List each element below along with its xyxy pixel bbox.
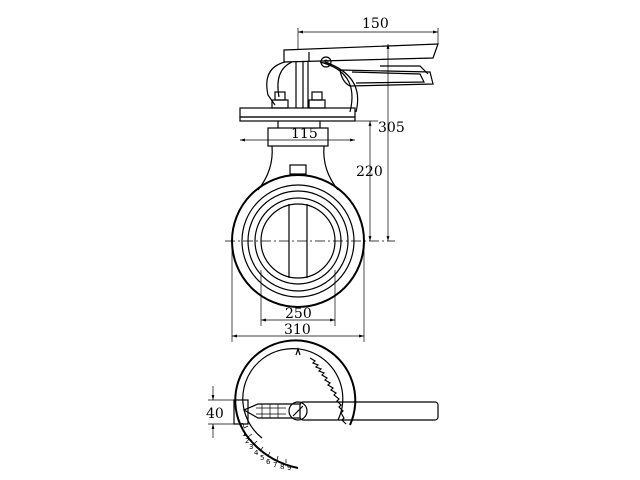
top-boss — [233, 399, 249, 425]
scale-mark-1: 1 — [242, 430, 246, 438]
scale-mark-5: 5 — [260, 454, 264, 462]
scale-mark-2: 2 — [245, 437, 249, 445]
mounting-bolts — [271, 91, 326, 109]
scale-mark-9: 9 — [287, 464, 291, 472]
ratchet-teeth — [309, 357, 347, 425]
dim-220-label: 220 — [356, 164, 383, 180]
scale-mark-0: 0 — [240, 422, 244, 430]
scale-mark-6: 6 — [266, 458, 271, 466]
top-pivot — [288, 401, 308, 421]
top-view: 0 1 2 3 4 5 6 7 8 9 40 — [206, 339, 439, 472]
lever-pivot — [320, 56, 332, 68]
valve-stem — [295, 62, 309, 108]
scale-mark-4: 4 — [254, 449, 259, 457]
dim-disc-diameter: 250 — [260, 270, 336, 326]
dim-150-label: 150 — [362, 16, 389, 32]
dim-305-label: 305 — [378, 120, 405, 136]
dim-115-label: 115 — [291, 126, 318, 142]
scale-mark-7: 7 — [273, 461, 277, 469]
scale-mark-3: 3 — [249, 443, 253, 451]
dim-total-height: 305 — [378, 44, 405, 241]
scale-mark-8: 8 — [280, 463, 284, 471]
dim-handle-thickness: 40 — [206, 386, 236, 438]
front-view: 150 305 220 115 250 — [225, 16, 439, 342]
dim-40-label: 40 — [206, 406, 224, 422]
dim-body-diameter: 310 — [231, 245, 365, 342]
handle-lever — [266, 43, 439, 113]
dim-flange-width: 115 — [240, 126, 355, 142]
dim-250-label: 250 — [285, 306, 312, 322]
dim-center-height: 220 — [355, 120, 383, 241]
top-handle-lever — [242, 401, 439, 421]
position-scale: 0 1 2 3 4 5 6 7 8 9 — [240, 422, 291, 472]
dim-310-label: 310 — [284, 322, 311, 338]
mounting-plate — [239, 107, 356, 128]
dim-handle-length: 150 — [297, 16, 439, 50]
